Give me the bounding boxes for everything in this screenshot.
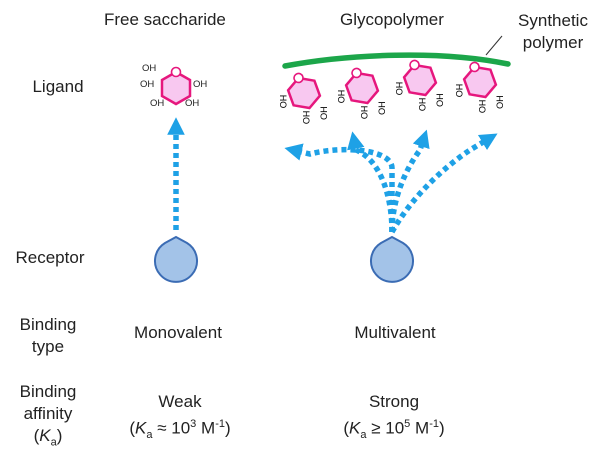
arrow-glyco-3: [389, 129, 430, 233]
affinity-glyco-value: (Ka ≥ 105 M-1): [343, 418, 445, 442]
binding-type-glyco: Multivalent: [354, 323, 436, 342]
affinity-glyco-unit-exp: -1: [429, 418, 439, 430]
synthetic-line2: polymer: [522, 33, 584, 52]
affinity-free-value: (Ka ≈ 103 M-1): [129, 418, 231, 442]
oh-label: OH: [193, 79, 207, 90]
free-saccharide-oh-labels: OH OH OH OH OH: [140, 63, 207, 109]
row-label-receptor: Receptor: [15, 248, 85, 267]
affinity-line3: (Ka): [33, 426, 63, 449]
glyco-sugar-2: OH OH OH: [337, 67, 387, 120]
ka-symbol-free: K: [135, 418, 147, 438]
oh-label: OH: [395, 82, 405, 96]
affinity-glyco-exp: 5: [404, 418, 411, 430]
oh-label: OH: [319, 106, 329, 120]
affinity-glyco: Strong (Ka ≥ 105 M-1): [304, 391, 484, 446]
affinity-free-exp: 3: [190, 418, 197, 430]
ka-sub-free: a: [146, 429, 153, 442]
header-glycopolymer: Glycopolymer: [340, 10, 444, 29]
affinity-glyco-unit: M: [415, 418, 430, 438]
binding-type-line2: type: [31, 337, 65, 356]
oh-label: OH: [417, 98, 427, 112]
oh-label: OH: [495, 95, 505, 109]
arrow-glyco-2: [347, 131, 395, 233]
arrows: [167, 117, 498, 234]
binding-type-line1: Binding: [19, 315, 77, 334]
synthetic-line1: Synthetic: [518, 11, 588, 30]
affinity-glyco-relation: ≥ 10: [371, 418, 405, 438]
affinity-free-label: Weak: [158, 392, 202, 411]
glyco-sugar-3: OH OH OH: [395, 59, 445, 112]
ka-symbol-glyco: K: [349, 418, 361, 438]
oh-label: OH: [435, 93, 445, 107]
free-saccharide-sugar: [160, 66, 192, 106]
affinity-free-unit-exp: -1: [215, 418, 225, 430]
header-free-saccharide: Free saccharide: [104, 10, 226, 29]
ka-sub: a: [50, 436, 57, 449]
glyco-sugar-1: OH OH OH: [279, 72, 329, 125]
glyco-sugar-4: OH OH OH: [455, 61, 505, 114]
oh-label: OH: [279, 95, 289, 109]
affinity-line2: affinity: [23, 404, 73, 423]
oh-label: OH: [140, 79, 154, 90]
polymer-backbone: [282, 52, 511, 69]
receptor-glyco: [370, 235, 414, 283]
affinity-free: Weak (Ka ≈ 103 M-1): [90, 391, 270, 446]
oh-label: OH: [185, 98, 199, 109]
polymer-pointer: [485, 35, 503, 56]
header-synthetic-polymer: Synthetic polymer: [512, 10, 594, 54]
oh-label: OH: [301, 111, 311, 125]
oh-label: OH: [377, 101, 387, 115]
arrow-glyco-1: [284, 143, 395, 232]
oh-label: OH: [359, 106, 369, 120]
affinity-line1: Binding: [19, 382, 77, 401]
affinity-glyco-label: Strong: [368, 392, 420, 411]
ka-sub-glyco: a: [360, 429, 367, 442]
row-label-binding-type: Binding type: [8, 314, 88, 358]
ka-symbol: K: [39, 426, 51, 445]
oh-label: OH: [455, 84, 465, 98]
oh-label: OH: [477, 100, 487, 114]
receptor-free: [154, 235, 198, 283]
affinity-free-relation: ≈ 10: [157, 418, 191, 438]
binding-type-free: Monovalent: [134, 323, 222, 342]
arrow-glyco-4: [389, 133, 498, 234]
affinity-free-unit: M: [201, 418, 216, 438]
row-label-binding-affinity: Binding affinity (Ka): [8, 381, 88, 453]
oh-label: OH: [337, 90, 347, 104]
oh-label: OH: [150, 98, 164, 109]
oh-label: OH: [142, 63, 156, 74]
row-label-ligand: Ligand: [32, 77, 84, 96]
